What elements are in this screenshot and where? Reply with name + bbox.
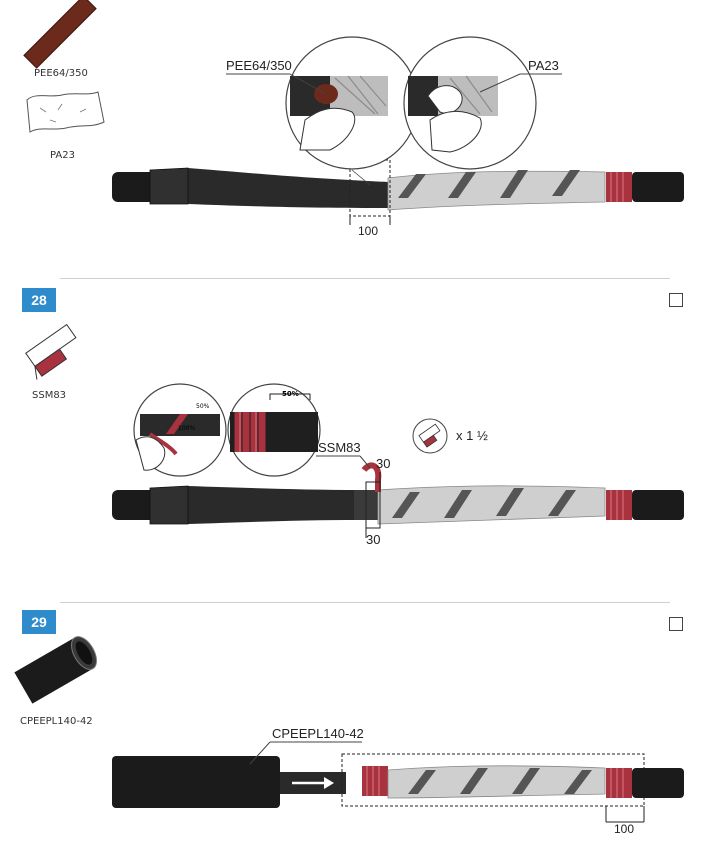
abrasive-strip-icon (23, 0, 97, 69)
dimension-label: 30 (376, 456, 391, 471)
cable-illustration (112, 741, 684, 823)
section-divider (60, 278, 670, 279)
material-label: SSM83 (32, 390, 67, 401)
cable-illustration: 50% 100% 50% (112, 383, 684, 538)
material-label: CPEEPL140-42 (20, 716, 93, 727)
step-checkbox[interactable] (669, 617, 683, 631)
heat-shrink-tube-icon (14, 636, 97, 704)
overlap-50-b-text: 50% (282, 390, 299, 398)
wrap-count-label: x 1 ½ (456, 428, 488, 443)
dimension-label: 100 (614, 822, 635, 836)
tape-callout: SSM83 (318, 440, 361, 455)
cable-illustration (112, 36, 684, 225)
step-checkbox[interactable] (669, 293, 683, 307)
section-divider (60, 602, 670, 603)
step-number-badge: 28 (22, 288, 56, 312)
sealing-tape-icon (25, 323, 77, 380)
callout-left: PEE64/350 (226, 58, 292, 73)
material-label: PA23 (50, 150, 75, 161)
cleaning-cloth-icon (26, 91, 105, 133)
dimension-label: 30 (366, 532, 381, 547)
step-28-section: 28 SSM83 (0, 284, 710, 604)
material-label: PEE64/350 (34, 68, 88, 79)
tube-callout: CPEEPL140-42 (272, 726, 364, 741)
overlap-100-text: 100% (178, 425, 195, 432)
dimension-label: 100 (358, 224, 379, 238)
step-number-badge: 29 (22, 610, 56, 634)
overlap-50-text: 50% (196, 403, 210, 410)
step-29-section: 29 CPEEPL140-42 (0, 608, 710, 860)
step-27-section: PEE64/350 PA23 (0, 0, 710, 270)
callout-right: PA23 (528, 58, 559, 73)
